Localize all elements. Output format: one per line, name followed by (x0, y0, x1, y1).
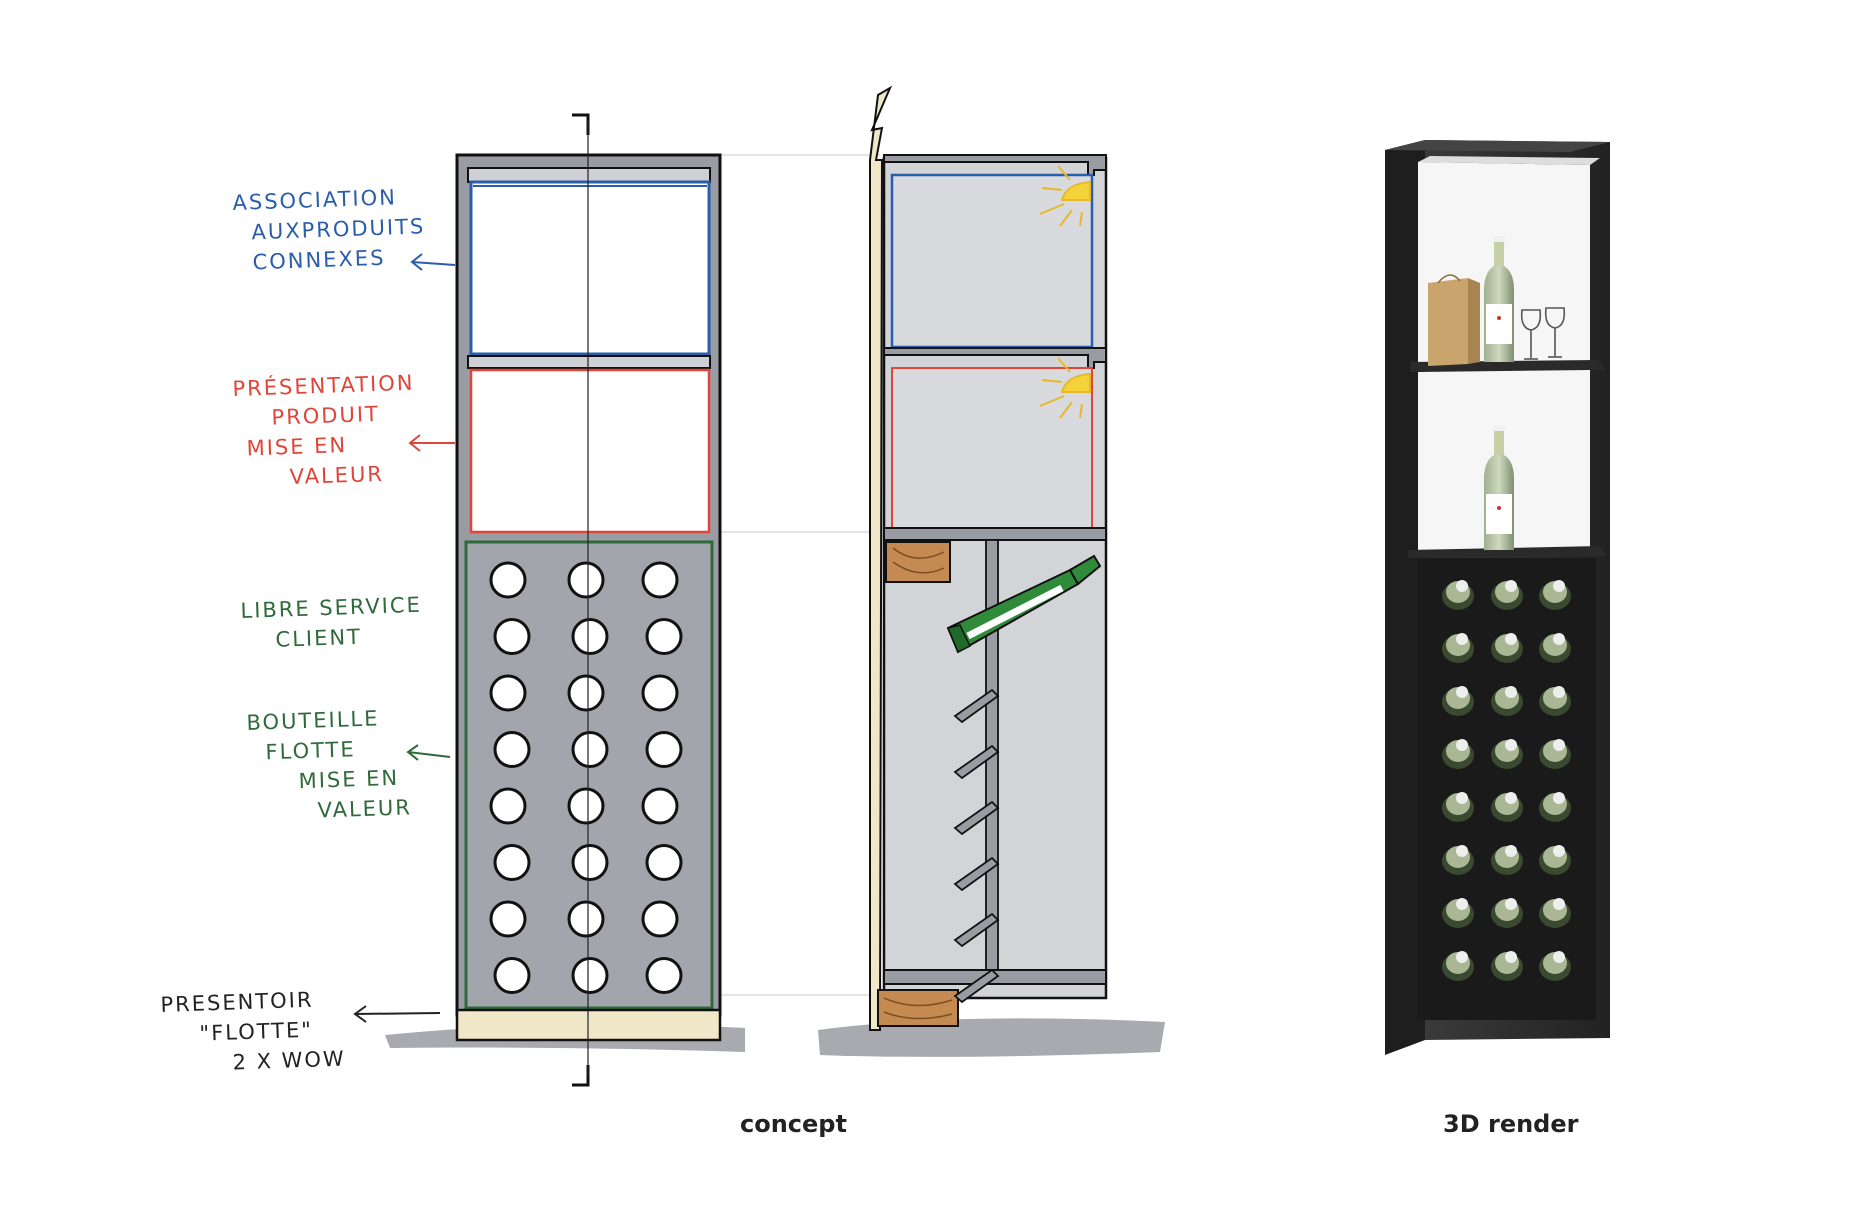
render-rack-bottle (1491, 898, 1523, 928)
rack-finger (953, 800, 1000, 836)
render-rack-bottle (1539, 686, 1571, 716)
front-bottle-hole (641, 787, 679, 825)
rack-finger (953, 744, 1000, 780)
annotation-bouteille-line-4: valeur (317, 795, 413, 823)
front-bottle-hole (641, 900, 679, 938)
render-rack-bottle (1539, 633, 1571, 663)
front-bottle-hole (567, 900, 605, 938)
wine-bottle-icon (1484, 425, 1514, 550)
render-rack-bottle (1539, 580, 1571, 610)
render-rack-bottle (1491, 739, 1523, 769)
render-rack-bottle (1491, 633, 1523, 663)
gift-bag-icon (1428, 274, 1480, 366)
rack-finger (953, 688, 1000, 724)
front-bottle-hole (571, 957, 609, 994)
render-rack-bottle (1539, 951, 1571, 981)
annotation-presentation-line-4: valeur (289, 461, 385, 490)
front-middle-compartment (469, 368, 711, 534)
front-bottle-hole (571, 844, 609, 881)
rack-finger (953, 856, 1000, 892)
front-bottle-hole (645, 731, 683, 768)
front-bottle-hole (571, 731, 609, 768)
caption-3d-render: 3D render (1443, 1110, 1579, 1138)
render-rack-bottle (1442, 898, 1474, 928)
render-rack-bottle (1491, 951, 1523, 981)
front-bottle-holes (489, 561, 683, 994)
render-rack-bottle (1442, 792, 1474, 822)
front-bottle-hole (645, 957, 683, 994)
render-rack-bottle (1442, 686, 1474, 716)
front-bottle-hole (571, 618, 609, 655)
side-wood-block-top (885, 541, 951, 583)
front-bottle-hole (489, 674, 527, 712)
rack-finger (953, 968, 1000, 1004)
render-rack-bottle (1539, 792, 1571, 822)
annotation-presentoir-line-3: 2 x wow (232, 1046, 347, 1075)
annotation-libre-service-line-2: client (275, 624, 363, 652)
annotation-presentoir: Presentoir "Flotte" 2 x wow (160, 984, 346, 1080)
render-rack-bottle (1491, 845, 1523, 875)
render-rack-bottle (1539, 739, 1571, 769)
render-bottle-rack (1418, 558, 1596, 1020)
annotation-presentation-line-1: Présentation (232, 370, 415, 401)
front-bottle-hole (493, 957, 531, 994)
annotation-arrows (353, 253, 456, 1023)
front-bottle-hole (641, 561, 679, 599)
side-rack-fingers (953, 688, 1000, 1004)
side-floor-shadow (818, 1018, 1165, 1057)
wine-glass-icon (1520, 307, 1566, 360)
annotation-association-line-3: connexes (252, 245, 386, 275)
rack-finger (953, 912, 1000, 948)
front-bottle-hole (641, 674, 679, 712)
annotation-association-line-2: auxproduits (251, 214, 426, 245)
render-rack-bottle (1442, 580, 1474, 610)
front-bottle-hole (493, 731, 531, 768)
front-bottle-hole (489, 787, 527, 825)
sun-icon (1039, 357, 1091, 419)
front-bottle-hole (489, 561, 527, 599)
front-bottle-hole (567, 674, 605, 712)
caption-concept: concept (740, 1110, 847, 1138)
render-rack-bottle (1491, 686, 1523, 716)
side-section-sketch (818, 85, 1165, 1057)
side-back-board (869, 85, 893, 1031)
front-top-compartment (469, 180, 711, 356)
render-rack-bottle (1442, 845, 1474, 875)
floating-wine-bottle-icon (946, 554, 1102, 654)
section-mark-bottom (572, 1065, 590, 1087)
render-rack-bottle (1491, 580, 1523, 610)
wine-bottle-icon (1484, 236, 1514, 362)
sun-icon (1039, 165, 1091, 227)
front-bottle-hole (489, 900, 527, 938)
render-cabinet (1385, 140, 1610, 1055)
section-mark-top (572, 113, 590, 135)
render-rack-bottle (1491, 792, 1523, 822)
front-bottle-hole (645, 618, 683, 655)
render-rack-bottles (1442, 580, 1571, 981)
front-bottle-panel (464, 540, 714, 1010)
render-rack-bottle (1442, 951, 1474, 981)
annotation-presentation: Présentation produit mise en valeur (232, 368, 418, 494)
front-bottle-hole (493, 618, 531, 655)
annotation-bouteille-line-3: mise en (298, 765, 400, 794)
annotation-libre-service-line-1: Libre service (240, 592, 423, 623)
side-wood-block-bottom (877, 989, 959, 1027)
annotation-bouteille: Bouteille flotte mise en valeur (246, 702, 412, 828)
render-rack-bottle (1539, 898, 1571, 928)
front-bottle-hole (567, 787, 605, 825)
annotation-association: Association auxproduits connexes (232, 181, 427, 278)
render-rack-bottle (1442, 739, 1474, 769)
front-bottle-hole (645, 844, 683, 881)
render-rack-bottle (1539, 845, 1571, 875)
front-bottle-hole (567, 561, 605, 599)
render-rack-bottle (1442, 633, 1474, 663)
front-bottle-hole (493, 844, 531, 881)
front-elevation-sketch (385, 113, 880, 1087)
annotation-libre-service: Libre service client (240, 590, 423, 656)
